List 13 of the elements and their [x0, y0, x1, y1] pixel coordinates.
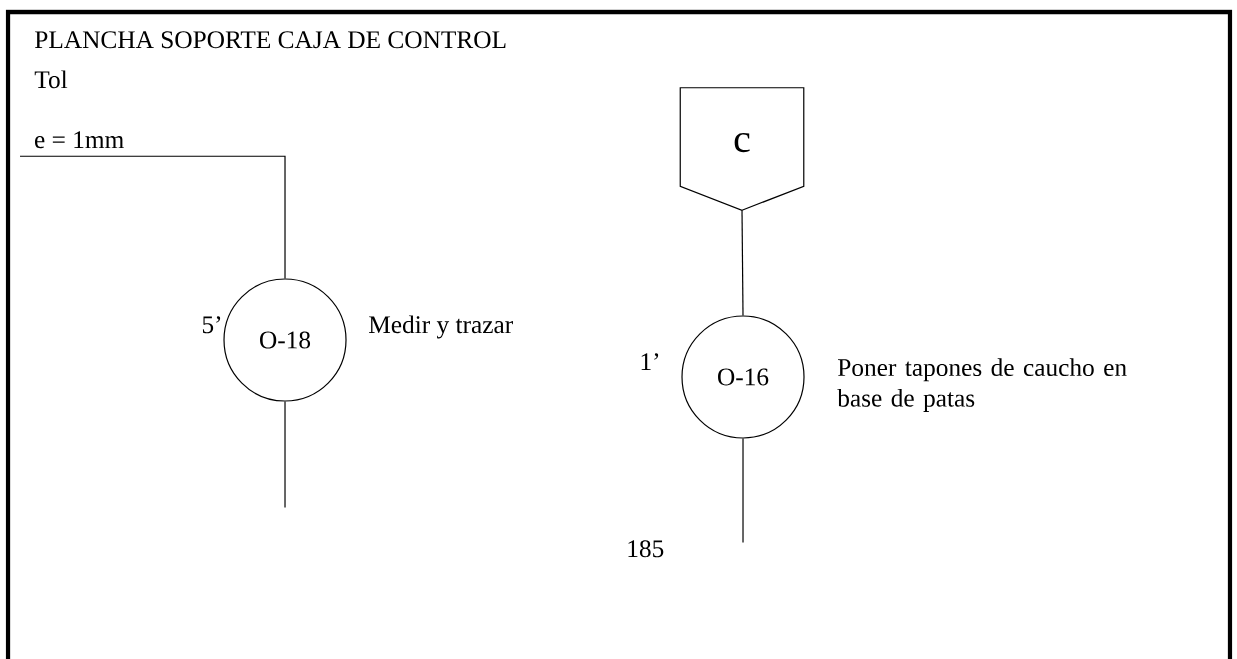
operation-description: Medir y trazar — [369, 315, 513, 339]
time-label: 5’ — [202, 316, 221, 334]
off-page-connector: c — [679, 87, 805, 211]
operation-description: Poner tapones de caucho en base de patas — [837, 358, 1127, 412]
material-label: e = 1mm — [35, 131, 124, 149]
label: Tol — [34, 70, 68, 89]
title: PLANCHA SOPORTE CAJA DE CONTROL — [35, 31, 506, 49]
flow-line — [19, 155, 286, 279]
label: 185 — [628, 540, 664, 558]
time-label: 1’ — [641, 353, 659, 370]
flow-line — [742, 438, 744, 544]
flow-line — [284, 401, 286, 509]
flow-line — [741, 209, 744, 316]
